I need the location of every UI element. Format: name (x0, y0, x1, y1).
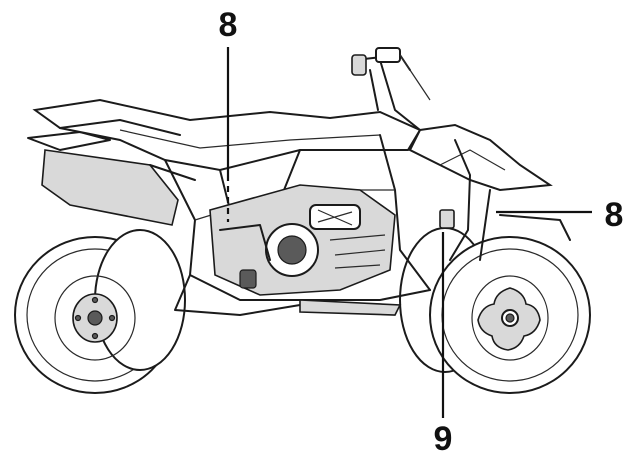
callout-label-bottom: 9 (434, 420, 453, 458)
rear-wheel (14, 229, 186, 394)
callout-label-top: 8 (219, 6, 238, 44)
muffler (27, 131, 196, 226)
body-front (408, 123, 571, 261)
handlebars (351, 47, 431, 131)
footrest (299, 299, 402, 316)
front-wheel (399, 227, 591, 394)
engine (209, 184, 396, 296)
callout-label-right: 8 (605, 196, 624, 234)
